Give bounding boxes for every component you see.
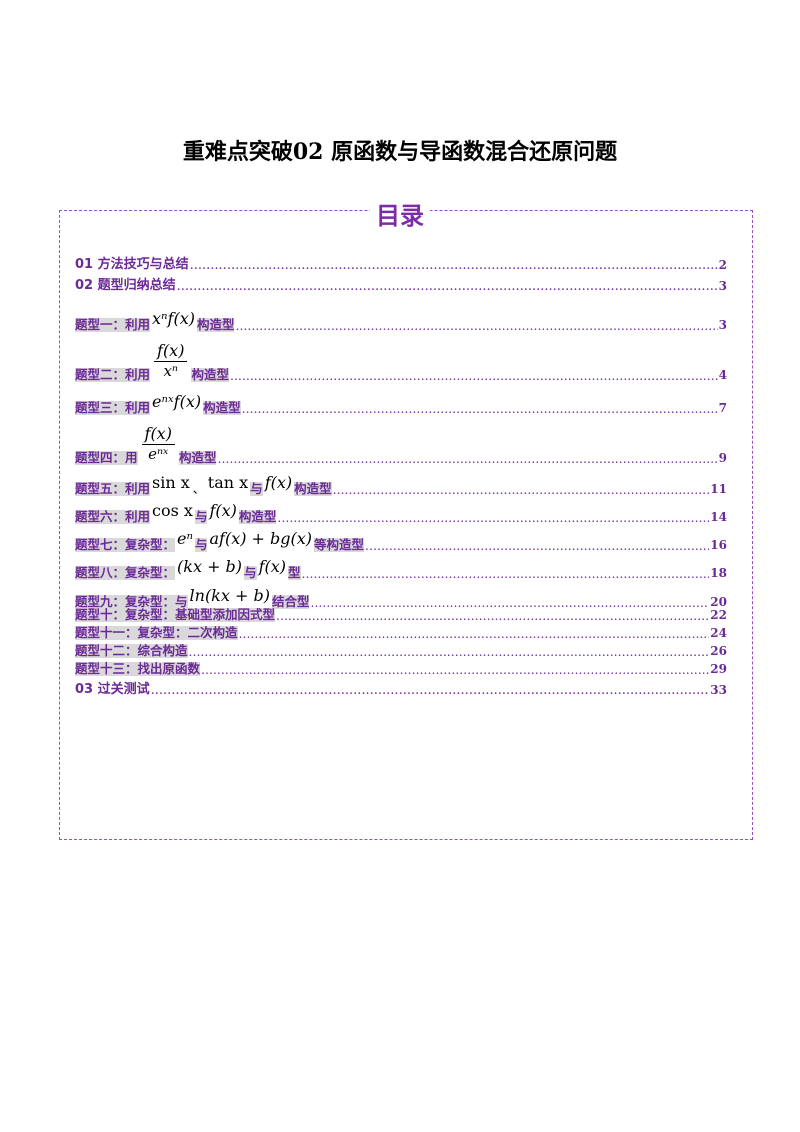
fraction-denominator: xⁿ [163, 362, 178, 380]
toc-leader-dots [235, 320, 717, 332]
document-title: 重难点突破02 原函数与导函数混合还原问题 [182, 139, 618, 165]
formula: f(x) [264, 473, 293, 492]
toc-entry-label: 构造型 [196, 317, 235, 332]
toc-page-number: 20 [710, 595, 727, 609]
toc-entry-label: 题型七：复杂型： [75, 537, 176, 552]
toc-box [59, 210, 753, 840]
toc-entry-label: 题型一：利用 [75, 317, 151, 332]
toc-entry-label: 题型六：利用 [75, 509, 151, 524]
formula: tan x [207, 473, 249, 492]
formula: ln(kx + b) [189, 586, 270, 605]
fraction-numerator: f(x) [154, 341, 188, 362]
toc-leader-dots [151, 685, 710, 697]
formula: eⁿ [177, 529, 193, 548]
toc-leader-dots [333, 484, 710, 496]
toc-entry-type-8[interactable]: 题型八：复杂型： (kx + b) 与 f(x) 型 18 [75, 558, 727, 580]
toc-entry-final-test[interactable]: 03 过关测试 33 [75, 682, 727, 698]
toc-entry-label: 与 [194, 537, 208, 552]
toc-entry-label: 构造型 [191, 367, 229, 382]
toc-entry-type-3[interactable]: 题型三：利用 eⁿˣf(x) 构造型 7 [75, 393, 727, 415]
toc-entry-type-5[interactable]: 题型五：利用 sin x 、 tan x 与 f(x) 构造型 11 [75, 474, 727, 496]
toc-leader-dots [239, 628, 710, 640]
toc-entry-label: 与 [194, 509, 208, 524]
toc-entry-label: 题型三：利用 [75, 400, 151, 415]
toc-page-number: 7 [718, 401, 727, 415]
toc-page-number: 11 [710, 482, 727, 496]
toc-entry-label: 题型十三：找出原函数 [75, 661, 201, 676]
toc-entry-type-13[interactable]: 题型十三：找出原函数 29 [75, 662, 727, 676]
toc-entry-label: 构造型 [203, 400, 241, 415]
toc-leader-dots [201, 664, 709, 676]
toc-entry-type-9[interactable]: 题型九：复杂型：与 ln(kx + b) 结合型 20 [75, 587, 727, 609]
formula-fraction: f(x) xⁿ [154, 341, 188, 380]
toc-entry-label: 题型八：复杂型： [75, 565, 176, 580]
toc-leader-dots [277, 512, 709, 524]
toc-page-number: 26 [710, 644, 727, 658]
formula: (kx + b) [177, 557, 243, 576]
toc-entry-label: 01 方法技巧与总结 [75, 257, 189, 272]
toc-entry-label: 03 过关测试 [75, 682, 150, 697]
toc-page-number: 4 [718, 368, 727, 382]
toc-entry-type-6[interactable]: 题型六：利用 cos x 与 f(x) 构造型 14 [75, 502, 727, 524]
toc-leader-dots [190, 260, 718, 272]
toc-entry-type-11[interactable]: 题型十一：复杂型：二次构造 24 [75, 626, 727, 640]
toc-page-number: 29 [710, 662, 727, 676]
toc-page-number: 22 [710, 608, 727, 622]
toc-entry-label: 与 [250, 481, 263, 496]
fraction-denominator: eⁿˣ [148, 445, 169, 463]
toc-entry-label: 结合型 [271, 594, 310, 609]
formula: f(x) [209, 501, 237, 520]
toc-entry-type-2[interactable]: 题型二：利用 f(x) xⁿ 构造型 4 [75, 332, 727, 382]
toc-entry-label: 等构造型 [314, 537, 365, 552]
formula: f(x) [258, 557, 286, 576]
toc-entry-type-summary[interactable]: 02 题型归纳总结 3 [75, 278, 727, 294]
toc-page-number: 9 [718, 451, 727, 465]
toc-leader-dots [302, 568, 710, 580]
formula: xⁿf(x) [152, 309, 195, 328]
toc-leader-dots [365, 540, 709, 552]
toc-entry-label: 与 [244, 565, 257, 580]
toc-page-number: 33 [710, 683, 727, 697]
toc-heading: 目录 [0, 196, 800, 231]
toc-entry-label: 构造型 [178, 450, 217, 465]
toc-entry-label: 构造型 [294, 481, 332, 496]
formula-fraction: f(x) eⁿˣ [141, 424, 175, 463]
toc-entry-type-1[interactable]: 题型一：利用 xⁿf(x) 构造型 3 [75, 310, 727, 332]
toc-page-number: 2 [718, 258, 727, 272]
toc-leader-dots [276, 610, 709, 622]
toc-entry-type-10[interactable]: 题型十：复杂型：基础型添加因式型 22 [75, 608, 727, 622]
toc-page-number: 18 [710, 566, 727, 580]
toc-entry-label: 题型十一：复杂型：二次构造 [75, 625, 238, 640]
toc-entry-type-4[interactable]: 题型四：用 f(x) eⁿˣ 构造型 9 [75, 415, 727, 465]
toc-entry-label: 题型四：用 [75, 450, 138, 465]
toc-entry-label: 题型九：复杂型：与 [75, 594, 188, 609]
toc-leader-dots [177, 281, 718, 293]
formula: sin x [152, 473, 190, 492]
toc-page-number: 3 [718, 279, 727, 293]
toc-entry-label: 02 题型归纳总结 [75, 278, 176, 293]
toc-entry-label: 构造型 [238, 509, 277, 524]
toc-page-number: 24 [710, 626, 727, 640]
toc-page-number: 16 [710, 538, 727, 552]
toc-entry-type-7[interactable]: 题型七：复杂型： eⁿ 与 af(x) + bg(x) 等构造型 16 [75, 530, 727, 552]
formula: af(x) + bg(x) [209, 529, 313, 548]
toc-page-number: 3 [718, 318, 727, 332]
toc-entry-label: 型 [288, 565, 301, 580]
toc-entry-label: 题型十：复杂型：基础型添加因式型 [75, 607, 276, 622]
formula: cos x [152, 501, 193, 520]
toc-entry-type-12[interactable]: 题型十二：综合构造 26 [75, 644, 727, 658]
separator: 、 [192, 482, 205, 496]
toc-leader-dots [242, 403, 718, 415]
toc-entry-label: 题型二：利用 [75, 367, 151, 382]
toc-page-number: 14 [710, 510, 727, 524]
toc-leader-dots [189, 646, 710, 658]
formula: eⁿˣf(x) [152, 392, 202, 411]
toc-entry-method-summary[interactable]: 01 方法技巧与总结 2 [75, 257, 727, 273]
toc-entry-label: 题型十二：综合构造 [75, 643, 188, 658]
toc-entry-label: 题型五：利用 [75, 481, 151, 496]
toc-leader-dots [230, 370, 718, 382]
toc-leader-dots [217, 453, 717, 465]
fraction-numerator: f(x) [141, 424, 175, 445]
